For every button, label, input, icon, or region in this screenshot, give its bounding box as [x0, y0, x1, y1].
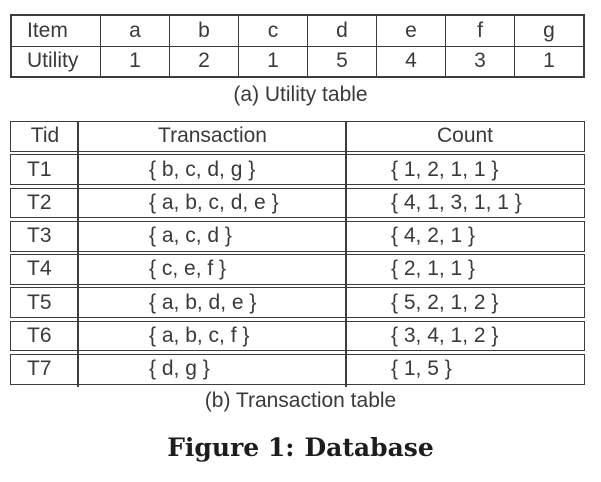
tid-cell: T2: [27, 190, 52, 214]
utility-table-utility-header: Utility: [27, 49, 79, 73]
figure-caption-title: Database: [304, 433, 434, 462]
utility-item-cell: g: [514, 16, 583, 46]
transaction-table-header-row: Tid Transaction Count: [10, 121, 585, 152]
tid-column-divider: [77, 121, 79, 387]
transaction-cell: { a, b, c, d, e }: [149, 190, 279, 214]
figure-caption-label: Figure 1:: [167, 433, 295, 462]
utility-item-cell: a: [100, 16, 169, 46]
count-cell: { 4, 1, 3, 1, 1 }: [391, 190, 522, 214]
utility-value-cell: 5: [307, 46, 376, 76]
utility-table-item-header: Item: [27, 18, 68, 42]
count-column-header: Count: [436, 124, 494, 148]
transaction-column-header: Transaction: [158, 124, 267, 148]
utility-table-item-row: Item a b c d e f g: [12, 16, 583, 46]
count-column-divider: [345, 121, 347, 387]
count-cell: { 1, 5 }: [391, 357, 452, 381]
tid-cell: T6: [27, 323, 52, 347]
table-row: T2 { a, b, c, d, e } { 4, 1, 3, 1, 1 }: [10, 187, 585, 219]
count-cell: { 2, 1, 1 }: [391, 257, 476, 281]
utility-table-utility-row: Utility 1 2 1 5 4 3 1: [12, 45, 583, 76]
figure-caption: Figure 1: Database: [0, 433, 601, 462]
table-row: T1 { b, c, d, g } { 1, 2, 1, 1 }: [10, 154, 585, 185]
utility-value-cell: 1: [238, 46, 307, 76]
utility-item-cell: b: [169, 16, 238, 46]
table-row: T4 { c, e, f } { 2, 1, 1 }: [10, 254, 585, 285]
utility-value-cell: 1: [514, 46, 583, 76]
table-row: T6 { a, b, c, f } { 3, 4, 1, 2 }: [10, 320, 585, 352]
count-cell: { 4, 2, 1 }: [391, 224, 476, 248]
tid-cell: T5: [27, 290, 52, 314]
utility-value-cell: 2: [169, 46, 238, 76]
transaction-cell: { b, c, d, g }: [149, 157, 256, 181]
table-row: T3 { a, c, d } { 4, 2, 1 }: [10, 220, 585, 252]
transaction-cell: { c, e, f }: [149, 257, 227, 281]
utility-table-caption: (a) Utility table: [233, 83, 368, 106]
table-row: T7 { d, g } { 1, 5 }: [10, 353, 585, 385]
utility-item-cell: c: [238, 16, 307, 46]
utility-item-cell: f: [445, 16, 514, 46]
count-cell: { 5, 2, 1, 2 }: [391, 290, 499, 314]
table-row: T5 { a, b, d, e } { 5, 2, 1, 2 }: [10, 287, 585, 318]
transaction-cell: { a, b, d, e }: [149, 290, 257, 314]
transaction-cell: { a, b, c, f }: [149, 323, 250, 347]
transaction-table-caption: (b) Transaction table: [204, 389, 397, 412]
transaction-cell: { d, g }: [149, 357, 210, 381]
tid-cell: T4: [27, 257, 52, 281]
utility-value-cell: 3: [445, 46, 514, 76]
count-cell: { 1, 2, 1, 1 }: [391, 157, 499, 181]
tid-cell: T3: [27, 224, 52, 248]
transaction-cell: { a, c, d }: [149, 224, 232, 248]
utility-value-cell: 4: [376, 46, 445, 76]
utility-value-cell: 1: [100, 46, 169, 76]
utility-table: Item a b c d e f g Utility 1 2 1 5 4 3 1: [10, 14, 585, 78]
tid-cell: T1: [27, 157, 52, 181]
tid-column-header: Tid: [30, 124, 60, 148]
transaction-table: Tid Transaction Count T1 { b, c, d, g } …: [10, 121, 585, 387]
count-cell: { 3, 4, 1, 2 }: [391, 323, 499, 347]
utility-item-cell: d: [307, 16, 376, 46]
utility-item-cell: e: [376, 16, 445, 46]
tid-cell: T7: [27, 357, 52, 381]
